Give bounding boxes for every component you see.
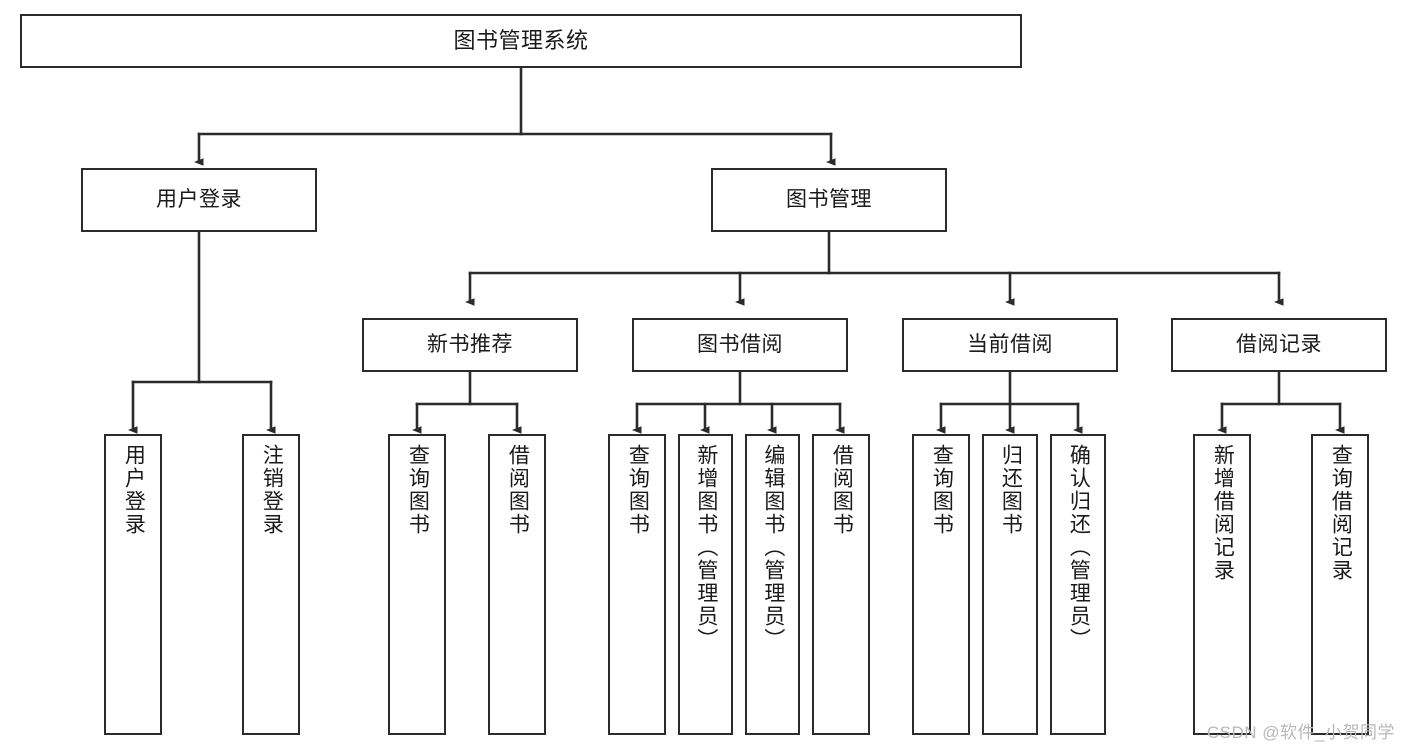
leaf-query-book-recommend[interactable]: 查询图书 xyxy=(388,434,446,735)
leaf-borrow-book[interactable]: 借阅图书 xyxy=(812,434,870,735)
node-label: 新书推荐 xyxy=(427,332,513,356)
node-label: 借阅记录 xyxy=(1236,332,1322,356)
node-label: 图书管理系统 xyxy=(453,28,589,54)
node-label: 查询图书 xyxy=(406,444,430,536)
node-label: 确认归还（管理员） xyxy=(1067,444,1091,651)
node-label: 借阅图书 xyxy=(830,444,854,536)
node-book-management[interactable]: 图书管理 xyxy=(711,168,947,232)
leaf-return-book[interactable]: 归还图书 xyxy=(982,434,1038,735)
leaf-logout[interactable]: 注销登录 xyxy=(242,434,300,735)
node-book-management-system[interactable]: 图书管理系统 xyxy=(20,14,1022,68)
node-label: 新增借阅记录 xyxy=(1211,444,1235,582)
leaf-confirm-return-admin[interactable]: 确认归还（管理员） xyxy=(1050,434,1106,735)
node-label: 用户登录 xyxy=(122,444,146,536)
node-label: 注销登录 xyxy=(260,444,284,536)
leaf-add-borrow-record[interactable]: 新增借阅记录 xyxy=(1193,434,1251,735)
leaf-edit-book-admin[interactable]: 编辑图书（管理员） xyxy=(745,434,800,735)
node-label: 图书管理 xyxy=(786,187,872,211)
leaf-query-book-borrow[interactable]: 查询图书 xyxy=(608,434,666,735)
leaf-borrow-book-recommend[interactable]: 借阅图书 xyxy=(488,434,546,735)
leaf-user-login[interactable]: 用户登录 xyxy=(104,434,162,735)
node-label: 编辑图书（管理员） xyxy=(761,444,785,651)
node-label: 图书借阅 xyxy=(697,332,783,356)
node-book-borrow[interactable]: 图书借阅 xyxy=(632,318,848,372)
leaf-add-book-admin[interactable]: 新增图书（管理员） xyxy=(678,434,733,735)
node-label: 归还图书 xyxy=(999,444,1023,536)
node-user-login[interactable]: 用户登录 xyxy=(81,168,317,232)
node-label: 用户登录 xyxy=(156,187,242,211)
leaf-query-book-current[interactable]: 查询图书 xyxy=(912,434,970,735)
node-new-book-recommend[interactable]: 新书推荐 xyxy=(362,318,578,372)
node-label: 借阅图书 xyxy=(506,444,530,536)
leaf-query-borrow-record[interactable]: 查询借阅记录 xyxy=(1311,434,1369,735)
node-label: 查询借阅记录 xyxy=(1329,444,1353,582)
node-borrow-record[interactable]: 借阅记录 xyxy=(1171,318,1387,372)
watermark-text: CSDN @软件_小贺同学 xyxy=(1206,723,1395,742)
node-label: 当前借阅 xyxy=(967,332,1053,356)
node-label: 新增图书（管理员） xyxy=(694,444,718,651)
node-label: 查询图书 xyxy=(626,444,650,536)
node-label: 查询图书 xyxy=(930,444,954,536)
node-current-borrow[interactable]: 当前借阅 xyxy=(902,318,1118,372)
